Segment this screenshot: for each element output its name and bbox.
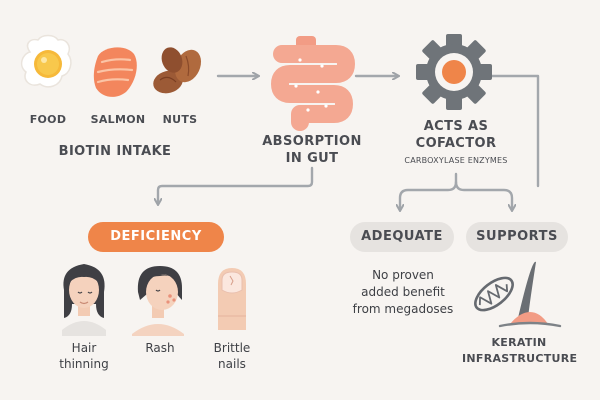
cofactor-line2: COFACTOR <box>415 136 497 151</box>
keratin-caption-line2: INFRASTRUCTURE <box>462 352 578 365</box>
adequate-text-line3: from megadoses <box>352 302 454 316</box>
brittle-nails-label-line1: Brittle <box>213 341 251 355</box>
biotin-intake-title: BIOTIN INTAKE <box>58 144 172 159</box>
cofactor-line1: ACTS AS <box>423 119 489 134</box>
food-label: FOOD <box>29 113 67 126</box>
brittle-nails-label-line2: nails <box>218 357 246 371</box>
adequate-text-line2: added benefit <box>361 285 445 299</box>
deficiency-pill: DEFICIENCY <box>88 222 224 252</box>
nuts-label: NUTS <box>162 113 198 126</box>
absorption-line1: ABSORPTION <box>262 134 362 149</box>
arrow-gut-to-deficiency <box>158 166 314 204</box>
rash-label: Rash <box>145 341 175 355</box>
absorption-line2: IN GUT <box>285 151 339 166</box>
salmon-label: SALMON <box>90 113 146 126</box>
arrow-cofactor-loop <box>486 74 540 188</box>
arrow-to-supports <box>454 180 512 210</box>
cofactor-subtitle: CARBOXYLASE ENZYMES <box>404 156 508 165</box>
supports-pill: SUPPORTS <box>466 222 568 252</box>
adequate-pill: ADEQUATE <box>350 222 454 252</box>
keratin-caption-line1: KERATIN <box>491 336 547 349</box>
hair-thinning-label-line1: Hair <box>71 341 97 355</box>
adequate-text-line1: No proven <box>372 268 434 282</box>
hair-thinning-label-line2: thinning <box>59 357 109 371</box>
